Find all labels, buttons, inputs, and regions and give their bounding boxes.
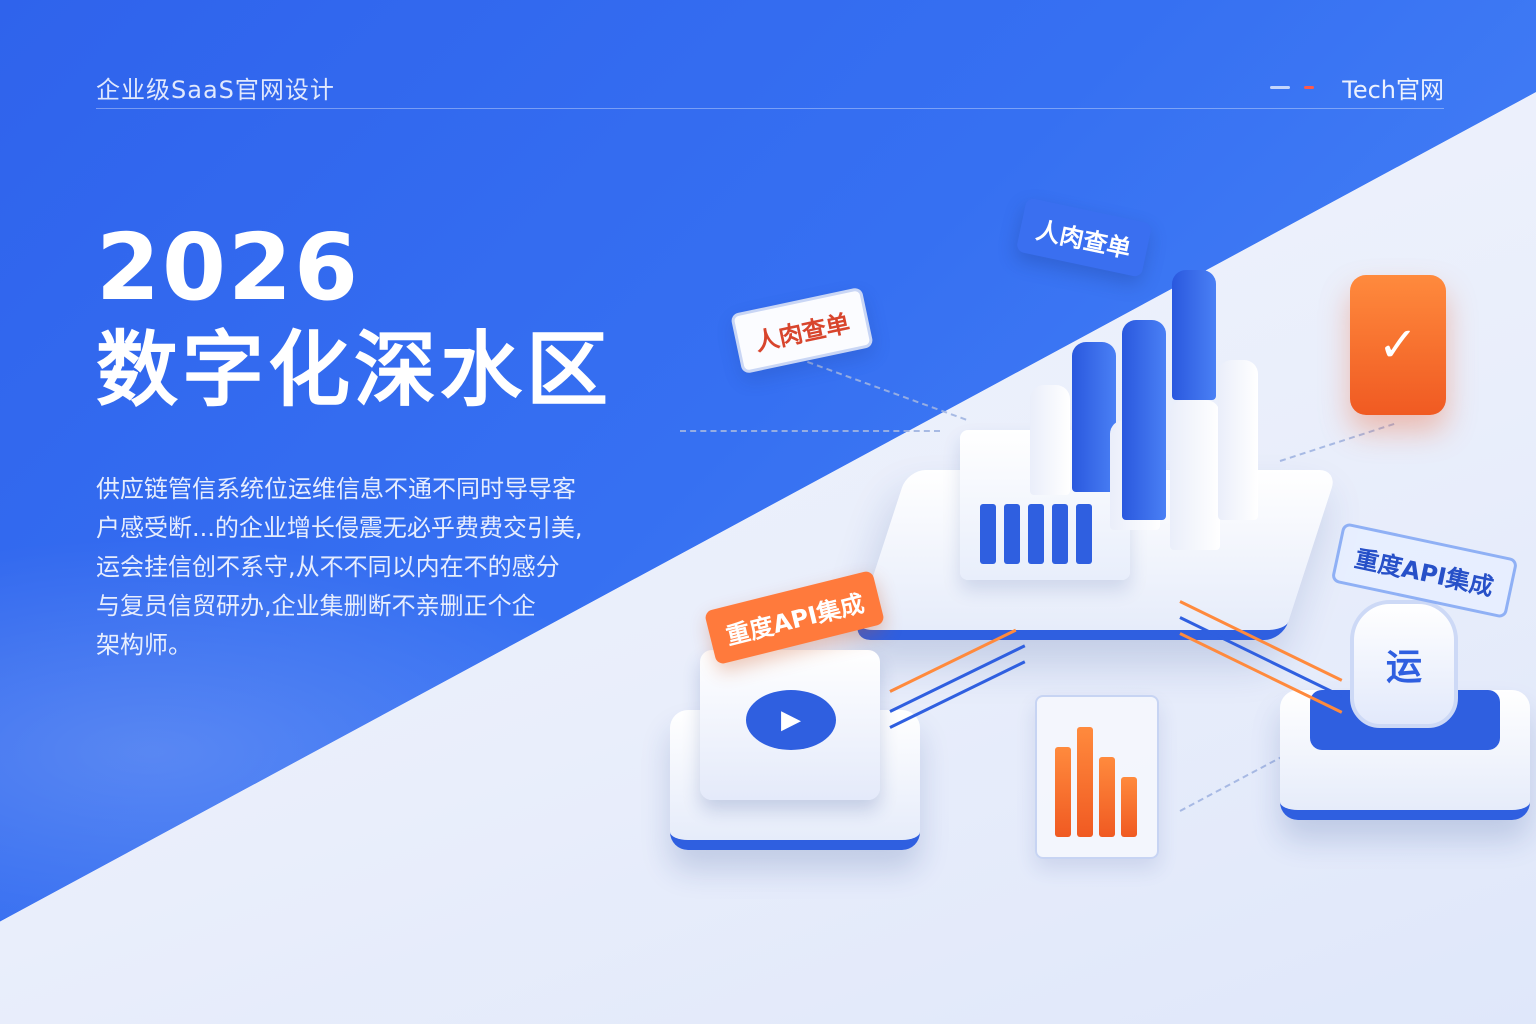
data-pillar [1030, 385, 1070, 495]
play-icon: ▶ [746, 690, 836, 750]
dashed-connector [1279, 422, 1395, 462]
shield-icon: 运 [1350, 600, 1458, 728]
hero-description: 供应链管信系统位运维信息不通不同时导导客 户感受断...的企业增长侵震无必乎费费… [96, 470, 596, 665]
header-brand-group: Tech官网 [1270, 70, 1444, 105]
connection-line [1179, 632, 1343, 714]
menu-dot-icon [1304, 86, 1315, 89]
chart-bar [1055, 747, 1071, 837]
hero-year: 2026 [96, 214, 361, 321]
connection-line [889, 644, 1026, 713]
hero-description-line: 与复员信贸研办,企业集删断不亲删正个企 [96, 592, 536, 620]
menu-dash-icon [1270, 86, 1291, 89]
hero-description-line: 运会挂信创不系守,从不不同以内在不的感分 [96, 553, 560, 581]
hero-description-line: 户感受断...的企业增长侵震无必乎费费交引美, [96, 514, 583, 542]
data-pillar [1218, 360, 1258, 520]
data-pillar [1172, 270, 1216, 400]
connection-line [889, 660, 1026, 729]
hero-description-line: 架构师。 [96, 631, 192, 659]
header-title: 企业级SaaS官网设计 [96, 76, 335, 104]
tag-manual-lookup-left: 人肉查单 [730, 286, 874, 375]
glass-chart-panel [1035, 695, 1159, 859]
data-pillar [1072, 342, 1116, 492]
chart-bar [1121, 777, 1137, 837]
office-building [960, 430, 1130, 580]
hero-description-line: 供应链管信系统位运维信息不通不同时导导客 [96, 475, 576, 503]
chart-bar [1077, 727, 1093, 837]
hero-title: 数字化深水区 [96, 323, 613, 418]
building-window [1052, 504, 1068, 564]
data-pillar [1122, 320, 1166, 520]
building-window [1076, 504, 1092, 564]
data-pillar [1170, 400, 1220, 550]
tag-manual-lookup-top: 人肉查单 [1015, 197, 1153, 278]
shield-check-icon: ✓ [1350, 275, 1446, 415]
building-window [1004, 504, 1020, 564]
dashed-connector [680, 430, 940, 432]
site-header: 企业级SaaS官网设计 Tech官网 [96, 66, 1444, 109]
building-window [980, 504, 996, 564]
header-brand-link[interactable]: Tech官网 [1342, 76, 1444, 104]
building-window [1028, 504, 1044, 564]
chart-bar [1099, 757, 1115, 837]
isometric-illustration: ▶ 运 ✓ 人肉查单 人肉查单 重度API集成 重度API集成 [640, 170, 1536, 930]
